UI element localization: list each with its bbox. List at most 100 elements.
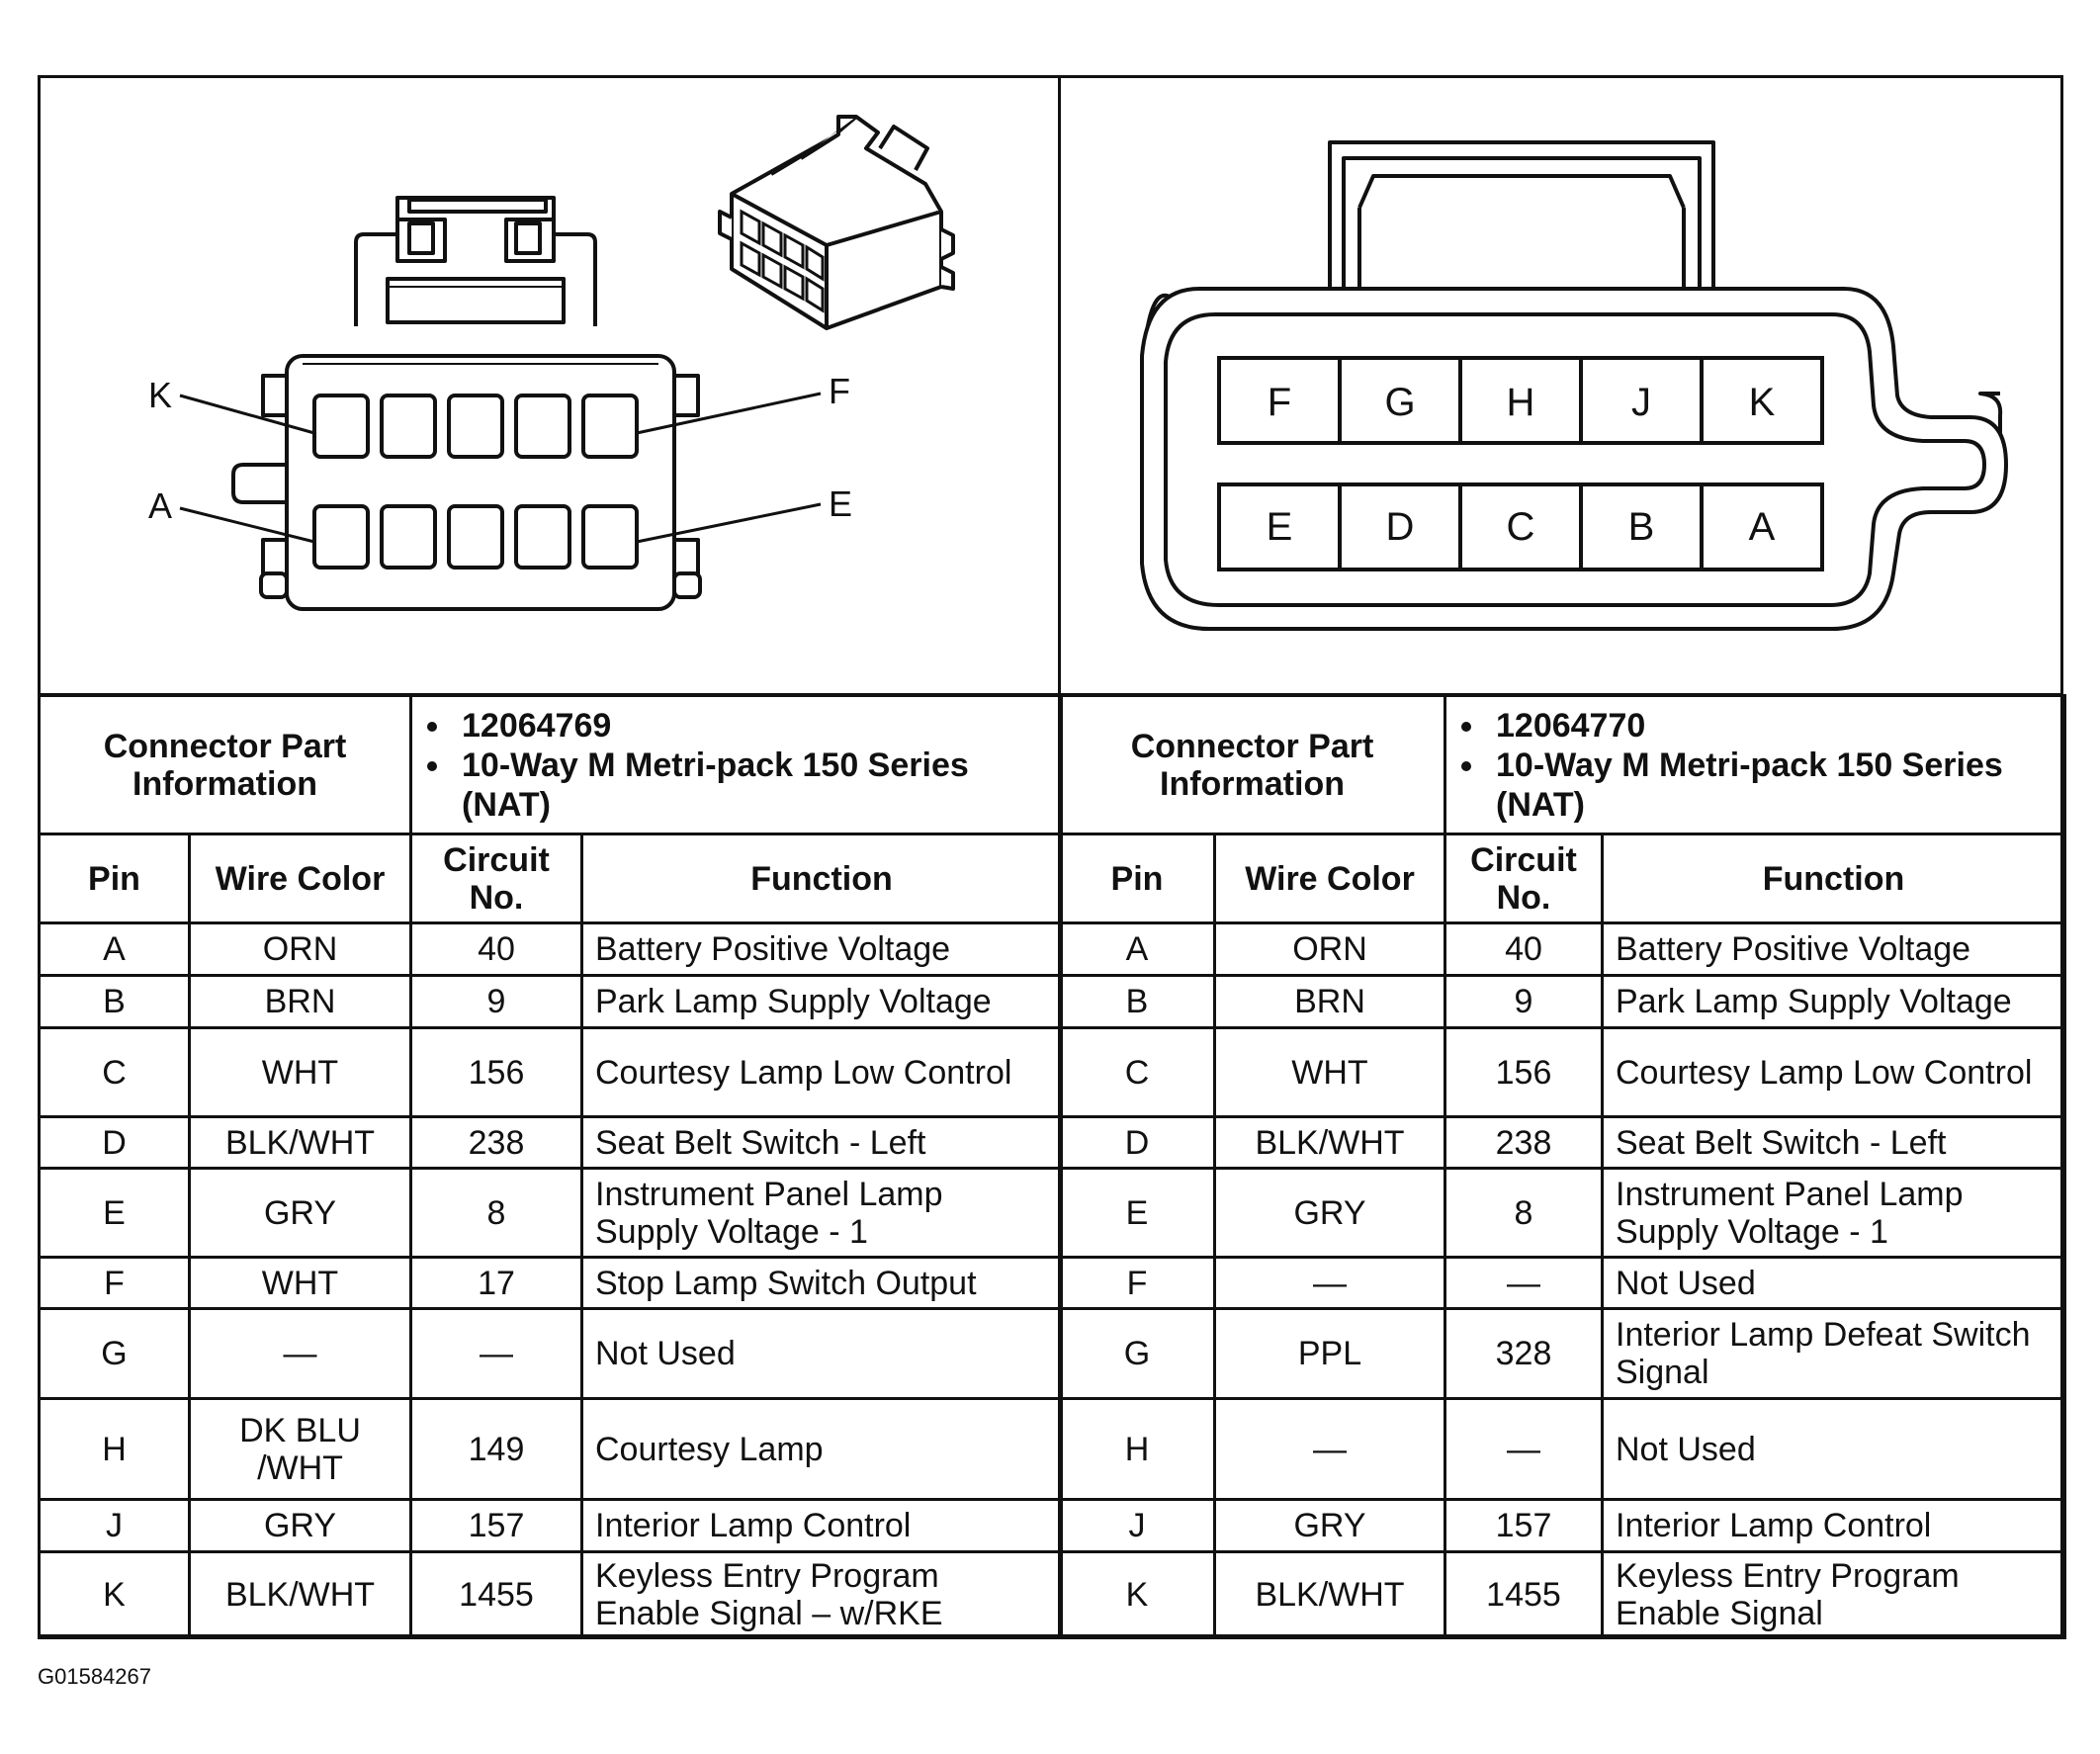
table-row: F WHT 17 Stop Lamp Switch Output	[38, 1256, 1064, 1310]
pin-cell: H	[38, 1397, 191, 1501]
circuit-cell: —	[1444, 1256, 1604, 1310]
function-cell: Courtesy Lamp Low Control	[579, 1026, 1064, 1118]
cavity-label: H	[1507, 381, 1535, 424]
connector-info-label: Connector Part Information	[1058, 694, 1446, 835]
wire-color-cell: GRY	[188, 1167, 412, 1259]
circuit-cell: 156	[1444, 1026, 1604, 1118]
function-cell: Stop Lamp Switch Output	[579, 1256, 1064, 1310]
cavity-label: A	[1749, 505, 1776, 549]
connector-info-label: Connector Part Information	[38, 694, 412, 835]
circuit-cell: 149	[409, 1397, 583, 1501]
wire-color-cell: WHT	[1213, 1026, 1446, 1118]
pin-cell: K	[1058, 1550, 1216, 1639]
circuit-cell: 238	[409, 1115, 583, 1170]
table-row: K BLK/WHT 1455 Keyless Entry Program Ena…	[38, 1550, 1064, 1639]
left-connector-diagram: K F A E	[148, 115, 955, 611]
right-connector-table: Connector Part Information 12064770 10-W…	[1058, 694, 2067, 1639]
function-cell: Instrument Panel Lamp Supply Voltage - 1	[579, 1167, 1064, 1259]
circuit-cell: 17	[409, 1256, 583, 1310]
function-cell: Interior Lamp Control	[1600, 1498, 2067, 1553]
wire-color-header: Wire Color	[188, 833, 412, 924]
pin-cell: C	[38, 1026, 191, 1118]
wire-color-cell: DK BLU /WHT	[188, 1397, 412, 1501]
cavity-label: C	[1507, 505, 1535, 549]
figure-id: G01584267	[38, 1664, 151, 1689]
wire-color-header: Wire Color	[1213, 833, 1446, 924]
part-number: 12064769	[454, 706, 1048, 745]
circuit-cell: 157	[409, 1498, 583, 1553]
table-row: B BRN 9 Park Lamp Supply Voltage	[1058, 974, 2067, 1029]
pin-cell: E	[38, 1167, 191, 1259]
function-cell: Park Lamp Supply Voltage	[579, 974, 1064, 1029]
function-cell: Interior Lamp Control	[579, 1498, 1064, 1553]
wire-color-cell: —	[188, 1307, 412, 1400]
pin-cell: A	[1058, 921, 1216, 977]
part-info-list: 12064770 10-Way M Metri-pack 150 Series …	[1443, 694, 2067, 835]
function-cell: Seat Belt Switch - Left	[1600, 1115, 2067, 1170]
wire-color-cell: WHT	[188, 1256, 412, 1310]
column-header-row: Pin Wire Color Circuit No. Function	[38, 833, 1064, 924]
wire-color-cell: BRN	[188, 974, 412, 1029]
pin-cell: B	[1058, 974, 1216, 1029]
pin-cell: F	[38, 1256, 191, 1310]
pin-cell: D	[38, 1115, 191, 1170]
part-info-row: Connector Part Information 12064769 10-W…	[38, 694, 1064, 835]
cavity-label: D	[1386, 505, 1415, 549]
table-row: H DK BLU /WHT 149 Courtesy Lamp	[38, 1397, 1064, 1501]
wire-color-cell: —	[1213, 1397, 1446, 1501]
table-row: K BLK/WHT 1455 Keyless Entry Program Ena…	[1058, 1550, 2067, 1639]
circuit-cell: 157	[1444, 1498, 1604, 1553]
pin-cell: E	[1058, 1167, 1216, 1259]
table-row: C WHT 156 Courtesy Lamp Low Control	[38, 1026, 1064, 1118]
wire-color-cell: GRY	[1213, 1167, 1446, 1259]
function-cell: Courtesy Lamp Low Control	[1600, 1026, 2067, 1118]
pin-cell: H	[1058, 1397, 1216, 1501]
part-description: 10-Way M Metri-pack 150 Series (NAT)	[1488, 745, 2052, 825]
circuit-no-header: Circuit No.	[1444, 833, 1604, 924]
wire-color-cell: WHT	[188, 1026, 412, 1118]
pin-cell: A	[38, 921, 191, 977]
table-row: D BLK/WHT 238 Seat Belt Switch - Left	[1058, 1115, 2067, 1170]
pin-cell: G	[38, 1307, 191, 1400]
function-cell: Battery Positive Voltage	[1600, 921, 2067, 977]
pin-header: Pin	[1058, 833, 1216, 924]
cavity-label: J	[1631, 381, 1651, 424]
table-row: B BRN 9 Park Lamp Supply Voltage	[38, 974, 1064, 1029]
wire-color-cell: BLK/WHT	[188, 1550, 412, 1639]
function-cell: Not Used	[1600, 1256, 2067, 1310]
circuit-cell: —	[409, 1307, 583, 1400]
circuit-cell: —	[1444, 1397, 1604, 1501]
table-row: J GRY 157 Interior Lamp Control	[38, 1498, 1064, 1553]
pin-cell: F	[1058, 1256, 1216, 1310]
circuit-cell: 9	[1444, 974, 1604, 1029]
function-cell: Courtesy Lamp	[579, 1397, 1064, 1501]
part-info-row: Connector Part Information 12064770 10-W…	[1058, 694, 2067, 835]
part-info-list: 12064769 10-Way M Metri-pack 150 Series …	[408, 694, 1064, 835]
function-cell: Keyless Entry Program Enable Signal – w/…	[579, 1550, 1064, 1639]
wire-color-cell: BLK/WHT	[188, 1115, 412, 1170]
function-cell: Park Lamp Supply Voltage	[1600, 974, 2067, 1029]
wire-color-cell: GRY	[188, 1498, 412, 1553]
pin-cell: B	[38, 974, 191, 1029]
cavity-label: G	[1384, 381, 1415, 424]
circuit-cell: 40	[409, 921, 583, 977]
function-header: Function	[1600, 833, 2067, 924]
pin-label-e: E	[829, 483, 852, 524]
circuit-cell: 156	[409, 1026, 583, 1118]
part-description: 10-Way M Metri-pack 150 Series (NAT)	[454, 745, 1048, 825]
column-header-row: Pin Wire Color Circuit No. Function	[1058, 833, 2067, 924]
table-row: F — — Not Used	[1058, 1256, 2067, 1310]
cavity-label: B	[1628, 505, 1655, 549]
function-cell: Not Used	[579, 1307, 1064, 1400]
wire-color-cell: PPL	[1213, 1307, 1446, 1400]
pin-label-f: F	[829, 371, 850, 411]
function-cell: Instrument Panel Lamp Supply Voltage - 1	[1600, 1167, 2067, 1259]
circuit-no-header: Circuit No.	[409, 833, 583, 924]
circuit-cell: 1455	[1444, 1550, 1604, 1639]
circuit-cell: 328	[1444, 1307, 1604, 1400]
function-cell: Battery Positive Voltage	[579, 921, 1064, 977]
table-row: D BLK/WHT 238 Seat Belt Switch - Left	[38, 1115, 1064, 1170]
table-row: A ORN 40 Battery Positive Voltage	[1058, 921, 2067, 977]
table-row: G PPL 328 Interior Lamp Defeat Switch Si…	[1058, 1307, 2067, 1400]
wire-color-cell: GRY	[1213, 1498, 1446, 1553]
